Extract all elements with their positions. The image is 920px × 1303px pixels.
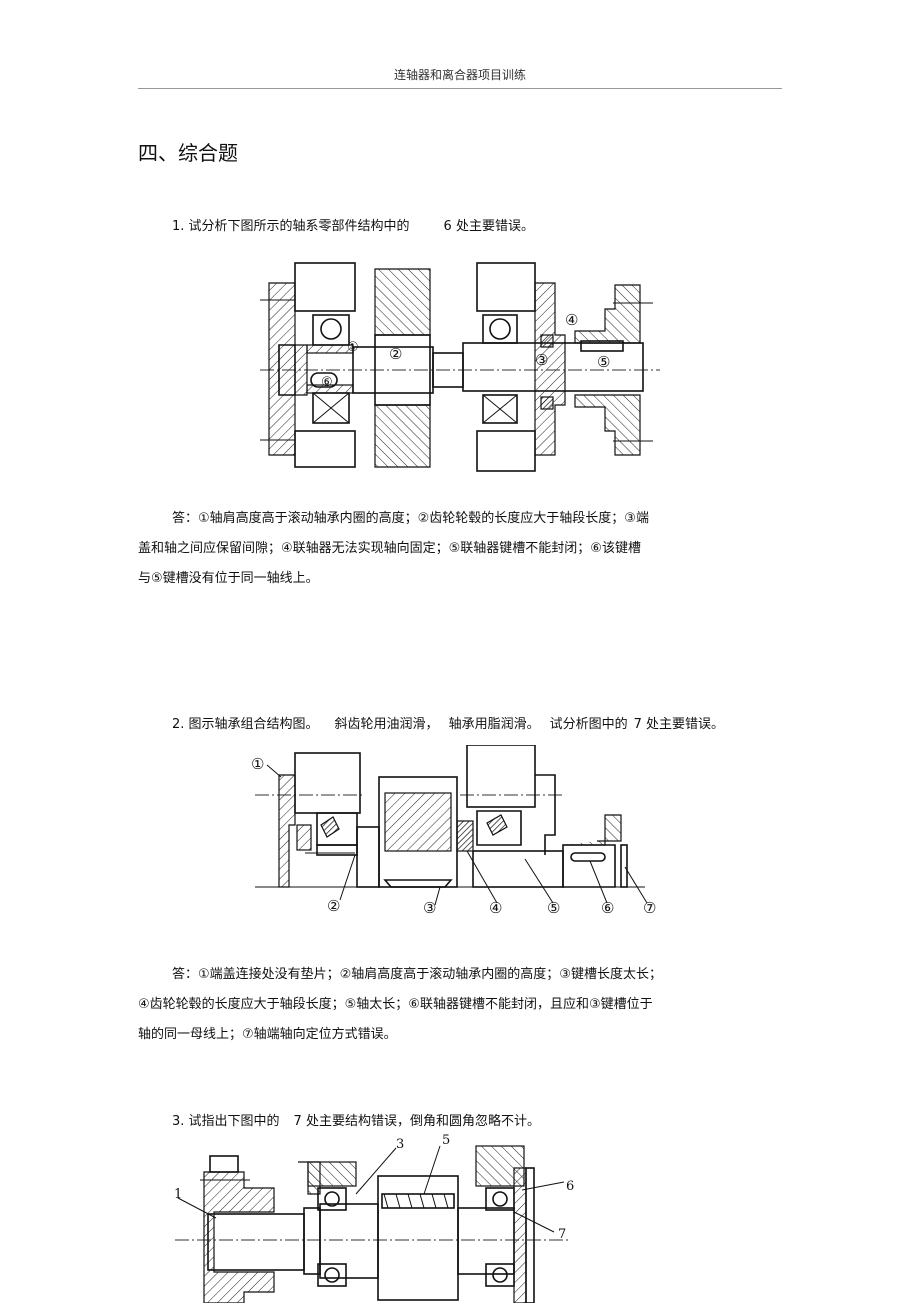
figure-1-label-3: ③ xyxy=(535,351,548,369)
question-2-prompt-part-4: 试分析图中的 xyxy=(549,717,628,732)
figure-2-label-4: ④ xyxy=(489,899,502,917)
question-2-prompt-part-5: 7 处主要错误。 xyxy=(633,717,724,732)
running-header: 连轴器和离合器项目训练 xyxy=(393,68,526,82)
figure-1-label-4: ④ xyxy=(565,311,578,329)
question-1-prompt-count: 6 处主要错误。 xyxy=(443,219,534,234)
question-1-prompt: 1. 试分析下图所示的轴系零部件结构中的 6 处主要错误。 xyxy=(172,215,534,234)
figure-2-bearing-assembly: ① ② ③ ④ ⑤ ⑥ ⑦ xyxy=(251,745,656,917)
figure-1-label-2: ② xyxy=(389,345,402,363)
question-2-prompt: 2. 图示轴承组合结构图。斜齿轮用油润滑， 轴承用脂润滑。试分析图中的 7 处主要错… xyxy=(172,713,724,732)
figure-1-label-1: ① xyxy=(347,340,359,355)
answer-1-line-3: 与⑤键槽没有位于同一轴线上。 xyxy=(138,571,319,586)
figure-3-label-6: 6 xyxy=(566,1179,574,1194)
figure-2-label-6: ⑥ xyxy=(601,899,614,917)
figure-3-label-3: 3 xyxy=(396,1137,404,1152)
question-2-prompt-part-3: 轴承用脂润滑。 xyxy=(448,717,540,732)
section-title: 四、综合题 xyxy=(138,141,238,165)
answer-2-line-3: 轴的同一母线上；⑦轴端轴向定位方式错误。 xyxy=(138,1027,397,1042)
figure-2-label-1: ① xyxy=(251,755,264,773)
figure-3-shaft-structure: 1 3 5 6 7 xyxy=(174,1133,574,1303)
figure-1-shaft-assembly: ① ② ③ ④ ⑤ ⑥ xyxy=(260,262,660,472)
question-3-prompt: 3. 试指出下图中的 7 处主要结构错误，倒角和圆角忽略不计。 xyxy=(172,1110,540,1129)
question-1-prompt-main: 1. 试分析下图所示的轴系零部件结构中的 xyxy=(172,219,410,234)
figure-1-label-5: ⑤ xyxy=(597,353,610,371)
answer-1-line-2: 盖和轴之间应保留间隙；④联轴器无法实现轴向固定；⑤联轴器键槽不能封闭；⑥该键槽 xyxy=(138,541,641,556)
figure-2-label-7: ⑦ xyxy=(643,899,656,917)
question-3-prompt-rest: 7 处主要结构错误，倒角和圆角忽略不计。 xyxy=(293,1114,540,1129)
question-2-prompt-part-1: 2. 图示轴承组合结构图。 xyxy=(172,717,319,732)
answer-1-line-1: 答：①轴肩高度高于滚动轴承内圈的高度；②齿轮轮毂的长度应大于轴段长度；③端 xyxy=(172,511,649,526)
question-3-prompt-main: 3. 试指出下图中的 xyxy=(172,1114,280,1129)
figure-1-label-6: ⑥ xyxy=(321,375,333,390)
header-divider xyxy=(138,88,782,89)
figure-3-label-1: 1 xyxy=(174,1187,182,1202)
figure-2-label-2: ② xyxy=(327,897,340,915)
figure-3-label-5: 5 xyxy=(442,1133,450,1148)
figure-2-label-5: ⑤ xyxy=(547,899,560,917)
answer-2-line-2: ④齿轮轮毂的长度应大于轴段长度；⑤轴太长；⑥联轴器键槽不能封闭，且应和③键槽位于 xyxy=(138,997,653,1012)
figure-3-label-7: 7 xyxy=(558,1227,566,1242)
answer-2-line-1: 答：①端盖连接处没有垫片；②轴肩高度高于滚动轴承内圈的高度；③键槽长度太长； xyxy=(172,967,662,982)
question-2-prompt-part-2: 斜齿轮用油润滑， xyxy=(334,717,439,732)
figure-2-label-3: ③ xyxy=(423,899,436,917)
